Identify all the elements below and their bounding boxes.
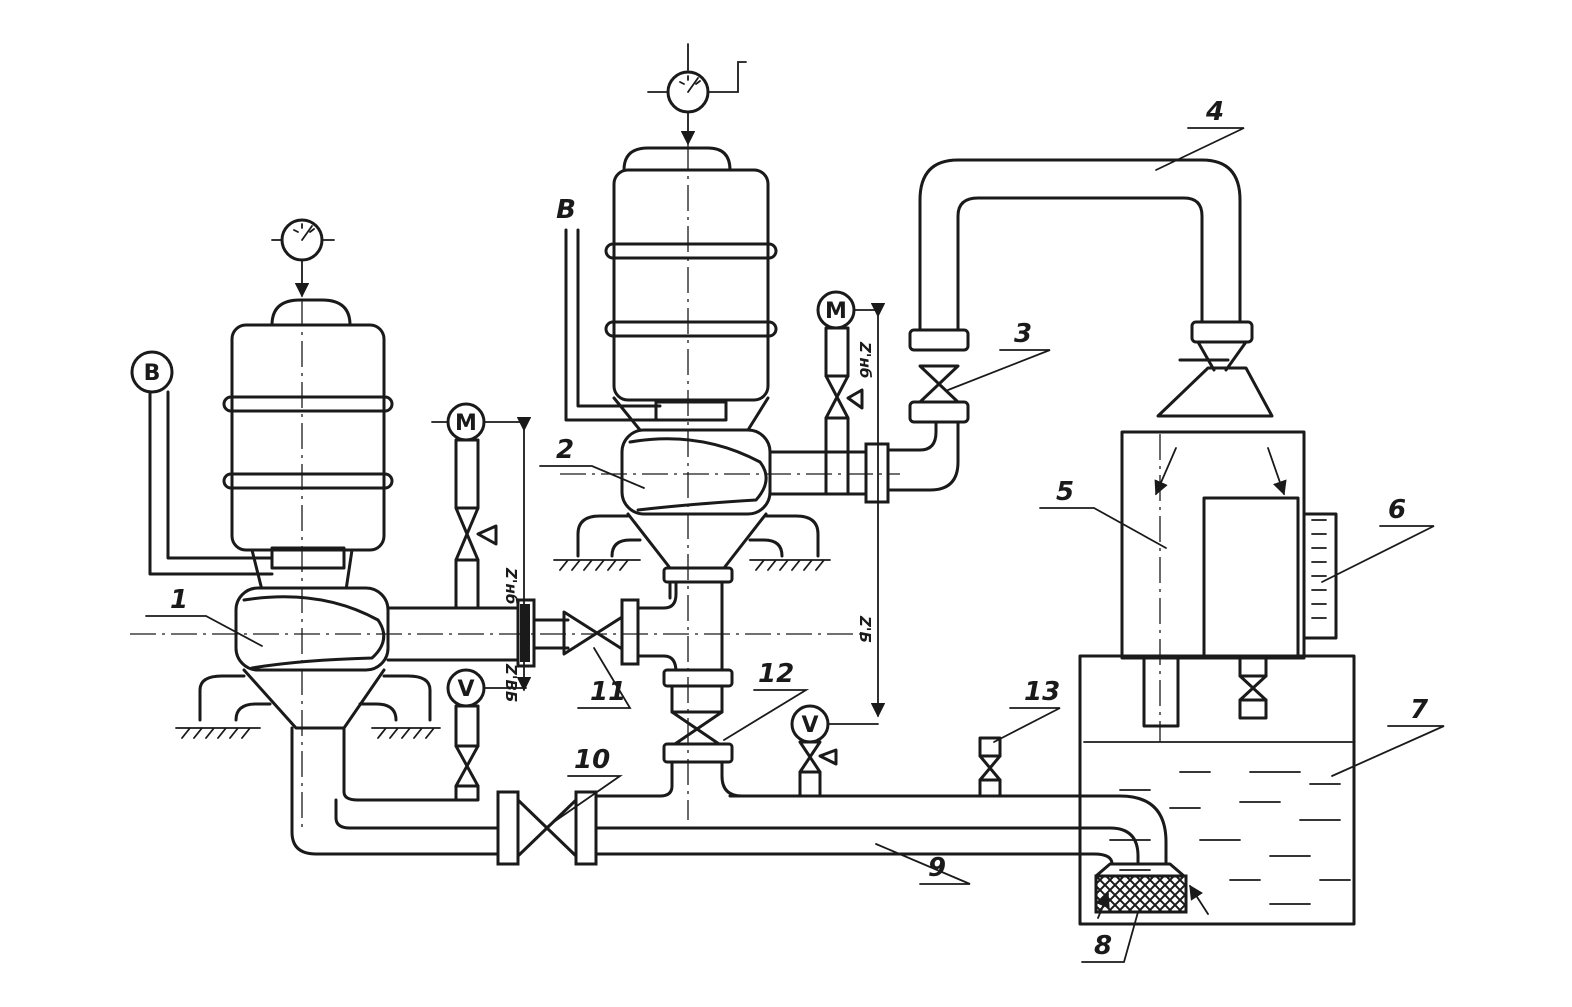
pump-1: B <box>130 218 536 739</box>
pump-2-discharge-valve-assembly: M V Z'нб Z'Б <box>790 290 886 798</box>
motor-left-label: M <box>455 411 477 436</box>
motor-right-label: M <box>825 299 847 324</box>
dim-right-middle: Z'Б <box>856 615 874 643</box>
pump-1-vacuum-gauge-label: B <box>144 361 161 386</box>
label-13: 13 <box>1024 677 1060 707</box>
tank-5 <box>1120 430 1306 742</box>
dim-left-bottom: Z'ВБ <box>502 663 520 702</box>
dim-right-top: Z'нб <box>856 341 874 378</box>
pump-1-motor <box>230 323 386 552</box>
pump-1-discharge-valve-assembly: M V Z'нб Z'ВБ <box>431 402 532 802</box>
reservoir-7 <box>1078 654 1356 926</box>
label-5: 5 <box>1056 477 1074 507</box>
pump-2-motor <box>612 168 770 402</box>
label-9: 9 <box>928 853 946 883</box>
valve-11 <box>532 578 678 674</box>
level-gauge-6 <box>1302 512 1338 640</box>
label-7: 7 <box>1410 695 1429 725</box>
pump-2: B <box>553 43 890 571</box>
label-8: 8 <box>1094 931 1112 961</box>
valve-10 <box>496 790 598 866</box>
label-4: 4 <box>1205 97 1224 127</box>
pump-1-vacuum-gauge <box>130 350 174 394</box>
voltmeter-left-label: V <box>457 677 474 702</box>
pump-2-vacuum-tag: B <box>556 195 576 225</box>
label-6: 6 <box>1388 495 1406 525</box>
callouts: 1 2 3 4 5 6 7 8 9 10 11 12 13 <box>145 97 1445 963</box>
label-11: 11 <box>590 677 626 707</box>
label-1: 1 <box>170 585 188 615</box>
dim-left-top: Z'нб <box>502 567 520 604</box>
strainer-8 <box>1094 874 1188 914</box>
pipe-4 <box>886 158 1274 492</box>
label-10: 10 <box>574 745 610 775</box>
valve-13 <box>978 736 1002 798</box>
suction-pipe-9 <box>290 726 1209 919</box>
label-3: 3 <box>1014 319 1032 349</box>
voltmeter-right-label: V <box>801 713 818 738</box>
label-12: 12 <box>758 659 794 689</box>
label-2: 2 <box>556 435 574 465</box>
